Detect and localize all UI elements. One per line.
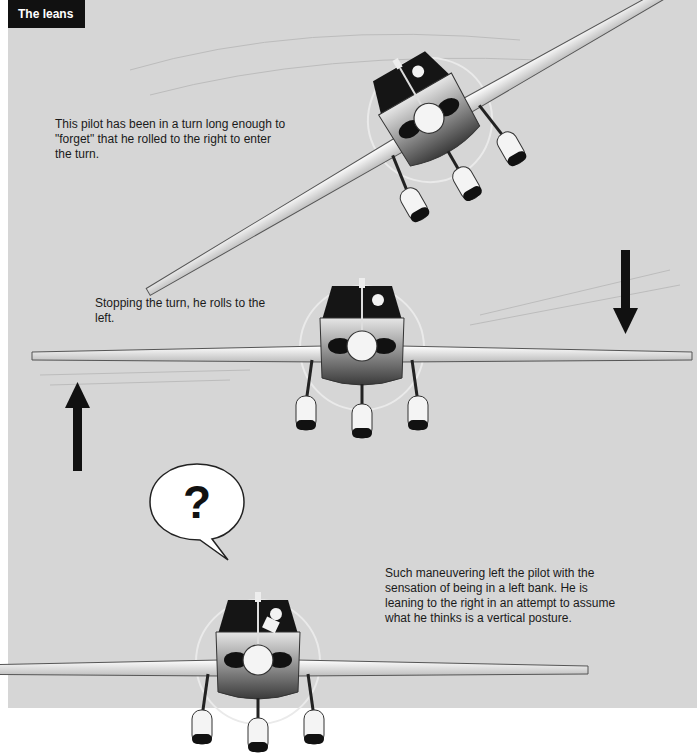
title-box: The leans <box>8 0 85 28</box>
annotation-text: Stopping the turn, he rolls to the left. <box>95 296 285 326</box>
annotation-text: Such maneuvering left the pilot with the… <box>385 566 623 626</box>
speech-bubble: ? <box>148 462 246 542</box>
bubble-text: ? <box>148 479 246 525</box>
annotation-text: This pilot has been in a turn long enoug… <box>55 117 287 162</box>
